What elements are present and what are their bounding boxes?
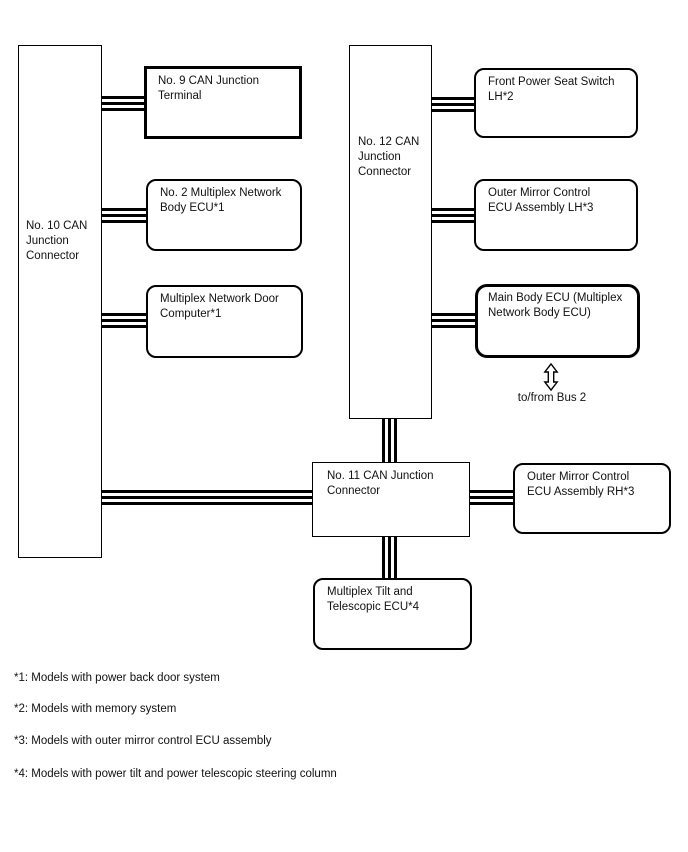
node-no2-multiplex-network-body-ecu: No. 2 Multiplex Network Body ECU*1 [146, 179, 302, 251]
node-multiplex-tilt-telescopic-ecu: Multiplex Tilt and Telescopic ECU*4 [313, 578, 472, 650]
bus-no10-to-no11 [100, 490, 314, 505]
node-label: Multiplex Network Door Computer*1 [160, 293, 279, 320]
bus2-double-arrow-icon [543, 362, 559, 392]
node-label: Outer Mirror Control ECU Assembly LH*3 [488, 187, 594, 214]
footnote-2: *2: Models with memory system [14, 703, 177, 715]
bus-no12-to-mirror-lh [430, 208, 476, 223]
bus-no11-to-mirror-rh [468, 490, 515, 505]
node-outer-mirror-control-ecu-rh: Outer Mirror Control ECU Assembly RH*3 [513, 463, 671, 534]
node-label: Main Body ECU (Multiplex Network Body EC… [488, 292, 623, 319]
footnote-1: *1: Models with power back door system [14, 672, 220, 684]
node-no9-can-junction-terminal: No. 9 CAN Junction Terminal [144, 66, 302, 139]
node-multiplex-network-door-computer: Multiplex Network Door Computer*1 [146, 285, 303, 358]
bus-no11-to-tilt [382, 535, 397, 580]
bus-no12-to-seat [430, 97, 476, 112]
bus-no10-to-door [100, 313, 148, 328]
bus-no10-to-no2 [100, 208, 148, 223]
node-label: No. 9 CAN Junction Terminal [158, 75, 259, 102]
bus-no12-to-mainbody [430, 313, 477, 328]
bus-no10-to-no9 [100, 96, 146, 111]
node-label: Outer Mirror Control ECU Assembly RH*3 [527, 471, 635, 498]
node-front-power-seat-switch-lh: Front Power Seat Switch LH*2 [474, 68, 638, 138]
node-label: Front Power Seat Switch LH*2 [488, 76, 615, 103]
footnote-3: *3: Models with outer mirror control ECU… [14, 735, 272, 747]
node-label: No. 12 CAN Junction Connector [358, 136, 420, 178]
node-no11-can-junction-connector: No. 11 CAN Junction Connector [312, 462, 470, 537]
node-outer-mirror-control-ecu-lh: Outer Mirror Control ECU Assembly LH*3 [474, 179, 638, 251]
node-label: No. 11 CAN Junction Connector [327, 470, 434, 497]
node-label: No. 10 CAN Junction Connector [26, 220, 88, 262]
node-label: No. 2 Multiplex Network Body ECU*1 [160, 187, 282, 214]
node-no12-can-junction-connector: No. 12 CAN Junction Connector [349, 45, 432, 419]
bus-no12-to-no11 [382, 417, 397, 464]
node-label: Multiplex Tilt and Telescopic ECU*4 [327, 586, 420, 613]
footnote-4: *4: Models with power tilt and power tel… [14, 768, 337, 780]
node-no10-can-junction-connector: No. 10 CAN Junction Connector [18, 45, 102, 558]
node-main-body-ecu: Main Body ECU (Multiplex Network Body EC… [475, 284, 640, 358]
bus2-arrow-label: to/from Bus 2 [517, 392, 587, 404]
